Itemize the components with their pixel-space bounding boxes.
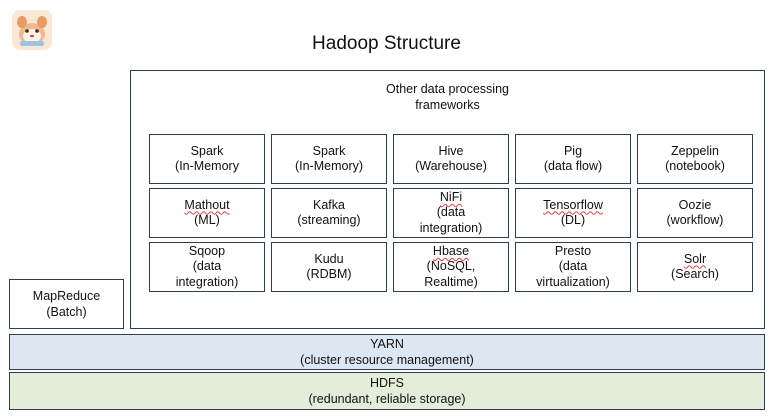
framework-desc: (Warehouse) bbox=[415, 159, 487, 173]
framework-desc: (DL) bbox=[560, 213, 586, 227]
framework-cell: Presto(data virtualization) bbox=[515, 242, 631, 292]
framework-name: Hive bbox=[438, 143, 464, 158]
framework-cell: Pig(data flow) bbox=[515, 134, 631, 184]
framework-name: Zeppelin bbox=[671, 143, 719, 158]
framework-name: Tensorflow bbox=[543, 197, 603, 212]
framework-cell: Mathout(ML) bbox=[149, 188, 265, 238]
framework-desc: (notebook) bbox=[665, 159, 725, 173]
framework-cell: Oozie(workflow) bbox=[637, 188, 753, 238]
framework-desc: (data virtualization) bbox=[536, 259, 610, 289]
framework-name: Spark bbox=[312, 143, 346, 158]
framework-name: Kudu bbox=[314, 251, 344, 266]
framework-name: Mathout bbox=[184, 197, 230, 212]
framework-cell: Kudu(RDBM) bbox=[271, 242, 387, 292]
other-frameworks-container: Other data processing frameworks Spark(I… bbox=[130, 70, 765, 329]
framework-name: Presto bbox=[554, 243, 592, 258]
framework-cell: Tensorflow(DL) bbox=[515, 188, 631, 238]
framework-cell: NiFi(data integration) bbox=[393, 188, 509, 238]
framework-desc: (In-Memory) bbox=[294, 159, 364, 173]
other-frameworks-label: Other data processing frameworks bbox=[386, 82, 509, 112]
framework-cell: Sqoop(data integration) bbox=[149, 242, 265, 292]
framework-cell: Kafka(streaming) bbox=[271, 188, 387, 238]
hdfs-name: HDFS bbox=[369, 376, 405, 390]
framework-name: Spark bbox=[190, 143, 224, 158]
yarn-desc: (cluster resource management) bbox=[300, 353, 474, 367]
framework-cell: Solr(Search) bbox=[637, 242, 753, 292]
framework-name: Kafka bbox=[313, 197, 345, 212]
framework-name: Solr bbox=[683, 251, 707, 266]
logo-graphic bbox=[12, 10, 52, 50]
framework-desc: (NoSQL, Realtime) bbox=[424, 259, 478, 289]
framework-desc: (data integration) bbox=[419, 205, 483, 235]
hdfs-layer: HDFS (redundant, reliable storage) bbox=[9, 372, 765, 410]
framework-desc: (data flow) bbox=[543, 159, 603, 173]
framework-desc: (streaming) bbox=[297, 213, 361, 227]
framework-name: Pig bbox=[563, 143, 583, 158]
framework-desc: (workflow) bbox=[666, 213, 724, 227]
cartoon-animal-logo-icon bbox=[12, 10, 52, 50]
framework-cell: Spark(In-Memory bbox=[149, 134, 265, 184]
framework-name: Oozie bbox=[678, 197, 712, 212]
framework-cell: Hbase(NoSQL, Realtime) bbox=[393, 242, 509, 292]
mapreduce-box: MapReduce (Batch) bbox=[9, 279, 124, 329]
yarn-layer: YARN (cluster resource management) bbox=[9, 334, 765, 370]
mapreduce-desc: (Batch) bbox=[46, 305, 87, 319]
framework-desc: (data integration) bbox=[175, 259, 239, 289]
framework-cell: Zeppelin(notebook) bbox=[637, 134, 753, 184]
framework-desc: (RDBM) bbox=[306, 267, 352, 281]
framework-name: Hbase bbox=[432, 243, 470, 258]
framework-desc: (In-Memory bbox=[175, 159, 239, 173]
yarn-name: YARN bbox=[370, 337, 404, 351]
framework-desc: (ML) bbox=[194, 213, 220, 227]
hdfs-desc: (redundant, reliable storage) bbox=[308, 392, 466, 406]
framework-cell: Hive(Warehouse) bbox=[393, 134, 509, 184]
framework-desc: (Search) bbox=[671, 267, 719, 281]
mapreduce-name: MapReduce bbox=[32, 289, 101, 303]
framework-name: NiFi bbox=[439, 189, 463, 204]
framework-name: Sqoop bbox=[188, 243, 226, 258]
diagram-title: Hadoop Structure bbox=[312, 33, 461, 54]
framework-cell: Spark(In-Memory) bbox=[271, 134, 387, 184]
